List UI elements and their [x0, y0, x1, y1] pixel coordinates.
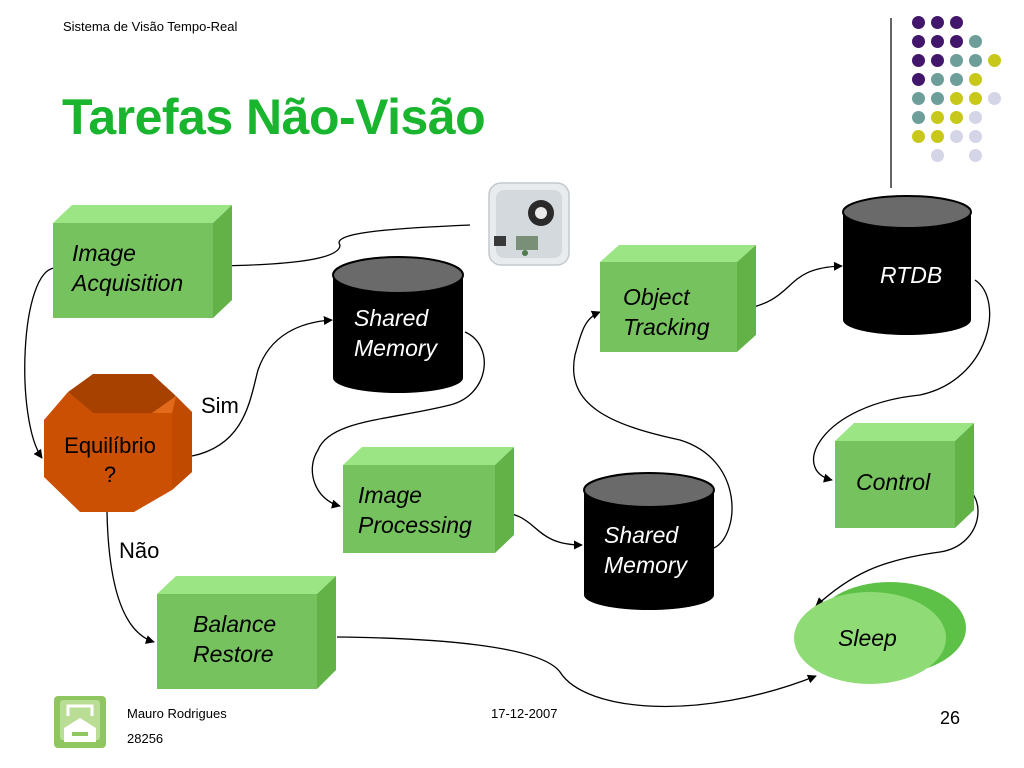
- decorative-dot: [950, 16, 963, 29]
- decorative-dot: [931, 149, 944, 162]
- rtdb-label: RTDB: [880, 262, 943, 288]
- decorative-dot: [912, 73, 925, 86]
- object-tracking-box: [600, 245, 756, 352]
- decorative-dot: [931, 35, 944, 48]
- arrow-shared-memory-to-tracking: [573, 310, 733, 549]
- equilibrio-label: Equilíbrio?: [64, 433, 156, 487]
- decorative-dot: [969, 54, 982, 67]
- arrow-nao-to-balance: [106, 511, 155, 644]
- divider-line: [890, 18, 892, 188]
- equilibrio-octagon: [44, 374, 192, 512]
- sim-label: Sim: [201, 393, 239, 418]
- decorative-dot: [931, 130, 944, 143]
- decorative-dot: [969, 130, 982, 143]
- decorative-dot: [969, 111, 982, 124]
- decorative-dot: [912, 35, 925, 48]
- arrow-rtdb-to-control: [813, 279, 991, 483]
- decorative-dot: [912, 92, 925, 105]
- decorative-dot: [969, 35, 982, 48]
- connectors: [24, 224, 991, 708]
- arrow-shared-memory-to-processing: [311, 331, 485, 509]
- footer-number: 28256: [127, 731, 164, 746]
- decorative-dot: [969, 149, 982, 162]
- decorative-dot: [950, 35, 963, 48]
- arrow-tracking-to-rtdb: [739, 261, 843, 311]
- decorative-dot: [988, 54, 1001, 67]
- balance-restore-box: [157, 576, 336, 689]
- arrow-acquisition-to-equilibrio: [24, 267, 56, 459]
- decorative-dot: [950, 111, 963, 124]
- decorative-dot: [912, 111, 925, 124]
- decorative-dot: [969, 92, 982, 105]
- decorative-dot: [988, 92, 1001, 105]
- arrow-camera-to-acquisition: [217, 224, 471, 271]
- decorative-dot: [931, 16, 944, 29]
- sleep-ellipse: [794, 582, 966, 684]
- decorative-dot: [950, 130, 963, 143]
- control-box: [835, 423, 974, 528]
- slide-title: Tarefas Não-Visão: [62, 89, 486, 145]
- image-acquisition-box: [53, 205, 232, 318]
- slide-header: Sistema de Visão Tempo-Real: [63, 19, 238, 34]
- decorative-dot: [912, 54, 925, 67]
- decorative-dot: [931, 92, 944, 105]
- decorative-dot: [931, 54, 944, 67]
- decorative-dot: [969, 73, 982, 86]
- sleep-label: Sleep: [838, 625, 897, 651]
- camera-icon: [488, 182, 570, 266]
- rtdb-cylinder: [842, 195, 972, 335]
- control-label: Control: [856, 469, 931, 495]
- shared-memory-bottom-cylinder: [583, 472, 715, 610]
- nao-label: Não: [119, 538, 160, 563]
- decorative-dot: [931, 73, 944, 86]
- decorative-dot: [950, 92, 963, 105]
- footer-date: 17-12-2007: [491, 706, 558, 721]
- decorative-dot: [931, 111, 944, 124]
- arrow-control-to-sleep: [815, 481, 979, 607]
- decorative-dot: [950, 54, 963, 67]
- arrow-balance-to-sleep: [336, 636, 817, 708]
- shared-memory-top-cylinder: [332, 256, 464, 393]
- arrow-sim-to-shared-memory: [191, 316, 333, 457]
- university-logo-icon: [54, 696, 106, 748]
- decorative-dot: [912, 130, 925, 143]
- footer-author: Mauro Rodrigues: [127, 706, 227, 721]
- page-number: 26: [940, 708, 961, 728]
- decorative-dot: [950, 73, 963, 86]
- decorative-dot: [912, 16, 925, 29]
- image-processing-box: [343, 447, 514, 553]
